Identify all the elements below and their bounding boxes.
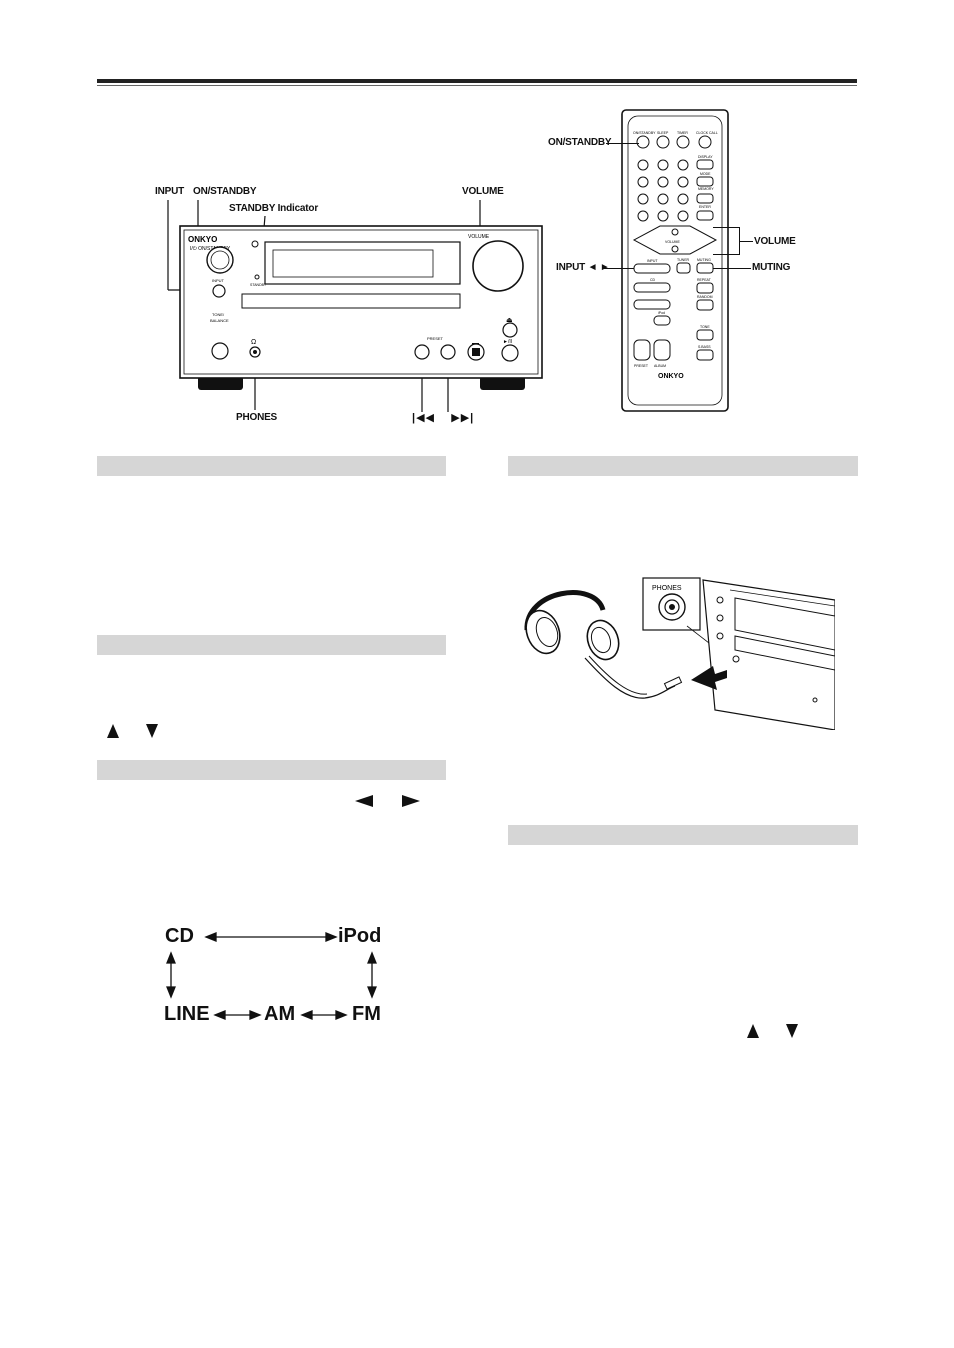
- top-rule-thin: [97, 85, 857, 86]
- cycle-fm: FM: [352, 1003, 381, 1025]
- section-bar-right-2: [508, 825, 858, 845]
- svg-text:TUNER: TUNER: [677, 258, 690, 262]
- left-right-arrow-icon: ◄ ►: [587, 262, 610, 273]
- svg-text:ON/STANDBY: ON/STANDBY: [633, 131, 656, 135]
- svg-text:⏏: ⏏: [506, 317, 513, 324]
- svg-text:TIMER: TIMER: [677, 131, 688, 135]
- svg-text:►/II: ►/II: [503, 339, 512, 345]
- remote-label-on-standby: ON/STANDBY: [548, 137, 612, 148]
- svg-text:RANDOM: RANDOM: [697, 295, 713, 299]
- remote-label-muting: MUTING: [752, 262, 791, 273]
- remote-volume-bracket: [713, 227, 740, 255]
- main-unit-illustration: ONKYO I/⏻ ON/STANDBY INPUT STANDBY VOLUM…: [150, 180, 550, 420]
- label-input: INPUT: [155, 186, 185, 197]
- main-unit-svg: ONKYO I/⏻ ON/STANDBY INPUT STANDBY VOLUM…: [167, 200, 543, 412]
- svg-text:S.BASS: S.BASS: [698, 345, 711, 349]
- svg-text:TONE/: TONE/: [212, 312, 225, 317]
- svg-text:PRESET: PRESET: [427, 336, 444, 341]
- svg-text:SLEEP: SLEEP: [657, 131, 669, 135]
- svg-text:I/⏻ ON/STANDBY: I/⏻ ON/STANDBY: [190, 246, 231, 252]
- svg-text:iPod: iPod: [658, 311, 665, 315]
- svg-text:PRESET: PRESET: [634, 364, 649, 368]
- cycle-line: LINE: [164, 1003, 210, 1025]
- label-volume: VOLUME: [462, 186, 504, 197]
- section-bar-left-2: [97, 635, 446, 655]
- svg-text:BALANCE: BALANCE: [210, 318, 229, 323]
- unit-brand: ONKYO: [188, 235, 217, 244]
- headphones-illustration: PHONES: [515, 570, 836, 731]
- label-phones: PHONES: [236, 412, 278, 423]
- next-track-icon: ▶▶|: [451, 412, 475, 424]
- remote-on-standby-leader: [606, 143, 639, 144]
- prev-track-icon: |◀◀: [412, 412, 435, 424]
- headphones-svg: PHONES: [524, 577, 836, 731]
- section-bar-left-1: [97, 456, 446, 476]
- section-bar-left-3: [97, 760, 446, 780]
- svg-text:ONKYO: ONKYO: [658, 373, 684, 380]
- remote-label-volume: VOLUME: [754, 236, 796, 247]
- svg-text:TONE: TONE: [700, 325, 710, 329]
- top-rule: [97, 79, 857, 83]
- cycle-am: AM: [264, 1003, 296, 1025]
- svg-text:MEMORY: MEMORY: [698, 187, 714, 191]
- svg-text:CD: CD: [650, 278, 656, 282]
- svg-text:DISPLAY: DISPLAY: [698, 155, 713, 159]
- label-standby-indicator: STANDBY Indicator: [229, 203, 319, 214]
- svg-text:VOLUME: VOLUME: [468, 234, 490, 240]
- cycle-arrows: [160, 925, 390, 1030]
- cycle-ipod: iPod: [338, 925, 382, 947]
- label-skip-buttons: |◀◀ ▶▶|: [412, 411, 474, 424]
- svg-text:STANDBY: STANDBY: [250, 283, 267, 287]
- down-arrow-icon: [146, 724, 158, 738]
- up-arrow-icon: [107, 724, 119, 738]
- remote-muting-leader: [713, 268, 751, 269]
- cycle-arrows-svg: [166, 932, 377, 1020]
- svg-text:MODE: MODE: [700, 172, 711, 176]
- remote-label-input: INPUT ◄ ►: [556, 262, 610, 273]
- section-bar-right-1: [508, 456, 858, 476]
- svg-text:PHONES: PHONES: [652, 585, 682, 592]
- left-arrow-icon: [355, 795, 373, 807]
- down-arrow-icon: [786, 1024, 798, 1038]
- cycle-cd: CD: [165, 925, 194, 947]
- svg-text:Ω: Ω: [251, 339, 256, 346]
- svg-text:INPUT: INPUT: [212, 278, 225, 283]
- svg-text:ENTER: ENTER: [699, 205, 711, 209]
- svg-text:ALBUM: ALBUM: [654, 364, 666, 368]
- label-on-standby: ON/STANDBY: [193, 186, 257, 197]
- remote-input-text: INPUT: [556, 262, 586, 273]
- svg-text:INPUT: INPUT: [647, 259, 658, 263]
- up-arrow-icon: [747, 1024, 759, 1038]
- svg-text:MUTING: MUTING: [697, 258, 711, 262]
- remote-volume-leader: [739, 241, 753, 242]
- svg-text:CLOCK CALL: CLOCK CALL: [696, 131, 718, 135]
- svg-text:REPEAT: REPEAT: [697, 278, 712, 282]
- remote-input-leader: [604, 268, 634, 269]
- right-arrow-icon: [402, 795, 420, 807]
- svg-text:VOLUME: VOLUME: [665, 240, 680, 244]
